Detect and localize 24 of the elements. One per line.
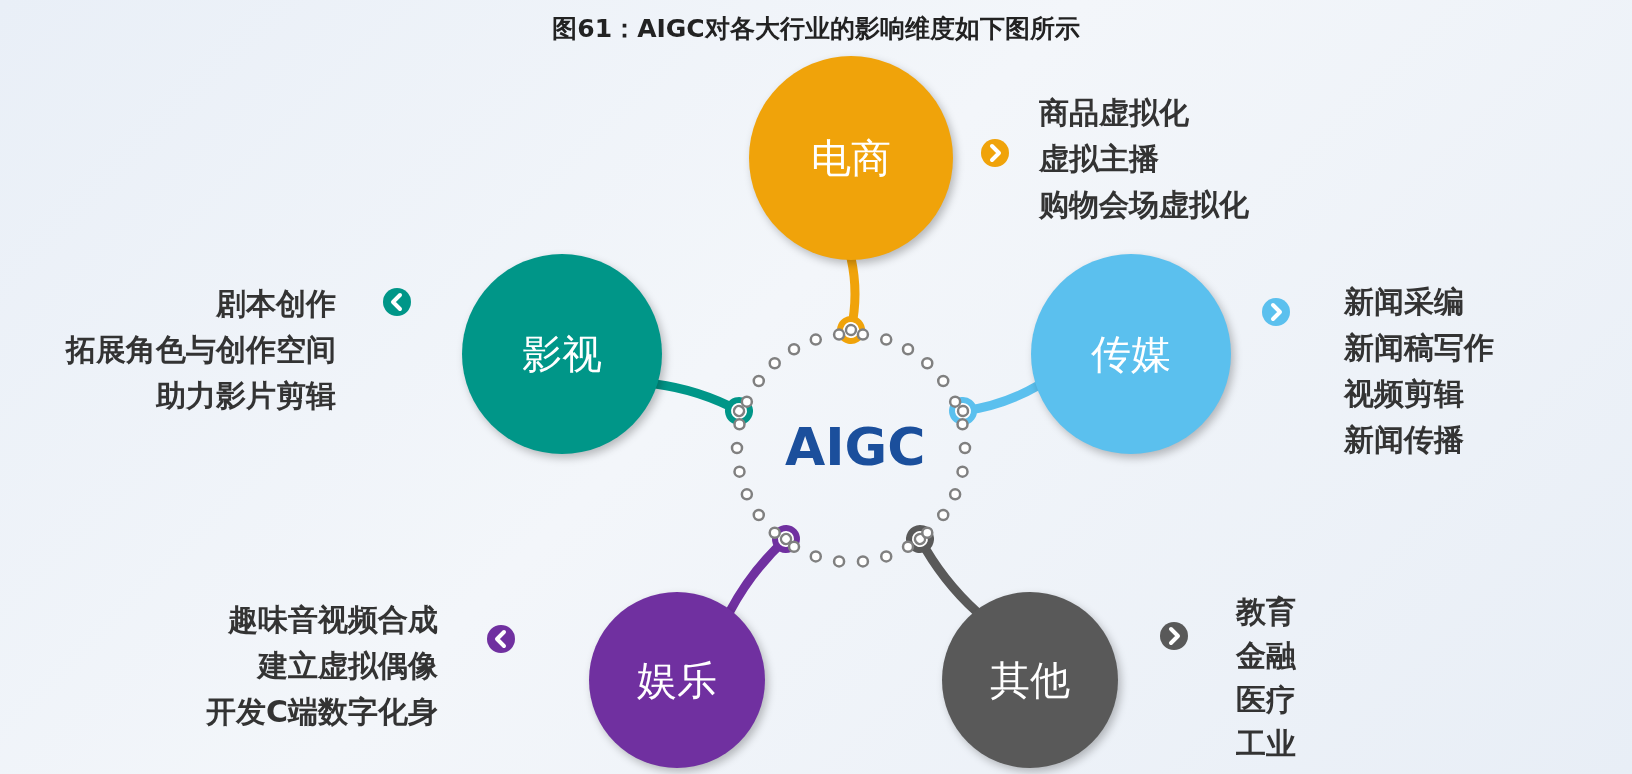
list-item: 工业 [1236,725,1296,763]
industry-circle: 传媒 [1031,254,1231,454]
list-item: 购物会场虚拟化 [1039,186,1249,224]
title: 图61：AIGC对各大行业的影响维度如下图所示 [551,13,1081,45]
list-item: 商品虚拟化 [1039,94,1189,132]
list-item: 拓展角色与创作空间 [66,331,336,369]
list-item: 建立虚拟偶像 [258,647,438,685]
industry-circle: 娱乐 [589,592,765,768]
list-item: 助力影片剪辑 [156,377,336,415]
list-item: 剧本创作 [216,285,336,323]
list-item: 开发C端数字化身 [205,693,438,731]
hub-label: AIGC [785,416,926,477]
list-item: 新闻稿写作 [1344,329,1494,367]
list-item: 新闻采编 [1344,283,1464,321]
industry-circle: 电商 [749,56,953,260]
industry-circle: 影视 [462,254,662,454]
list-item: 金融 [1236,637,1296,675]
list-item: 趣味音视频合成 [228,601,438,639]
list-item: 教育 [1236,593,1296,631]
list-item: 视频剪辑 [1344,375,1464,413]
list-item: 虚拟主播 [1039,140,1159,178]
list-item: 新闻传播 [1344,421,1464,459]
list-item: 医疗 [1236,681,1296,719]
industry-circle: 其他 [942,592,1118,768]
